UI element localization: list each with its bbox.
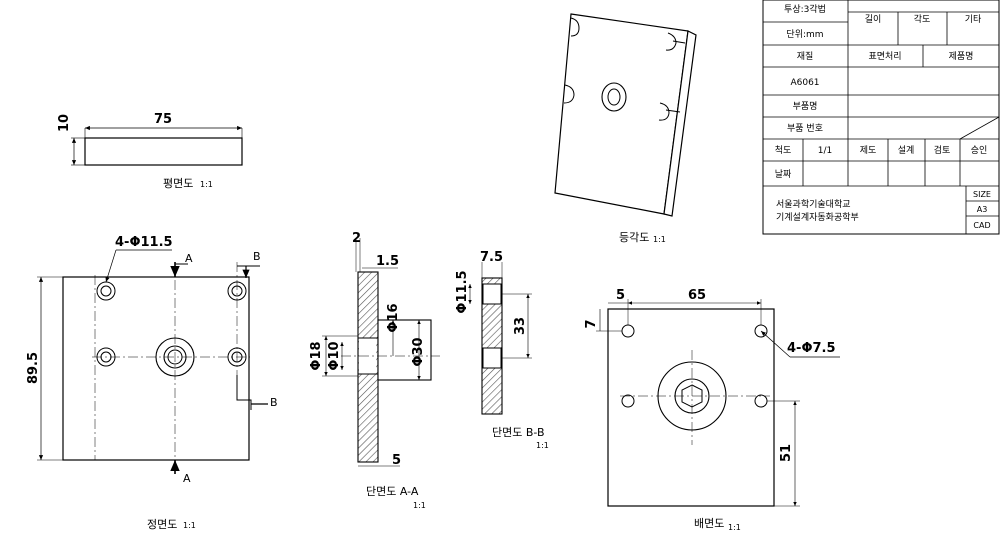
section-bb-label: 단면도 B-B — [492, 426, 545, 439]
back-view-scale: 1:1 — [728, 523, 741, 532]
section-aa-view: 2 1.5 Φ16 Φ30 Φ18 Φ10 5 단면도 A-A 1:1 — [309, 231, 440, 510]
cut-b-bottom-label: B — [270, 396, 278, 409]
back-holes-callout: 4-Φ7.5 — [787, 341, 836, 356]
iso-view-scale: 1:1 — [653, 235, 666, 244]
back-5-dim: 5 — [616, 288, 625, 303]
bb-75-dim: 7.5 — [480, 250, 503, 265]
section-aa-label: 단면도 A-A — [366, 485, 419, 498]
front-holes-callout: 4-Φ11.5 — [115, 235, 173, 250]
bb-33-dim: 33 — [513, 317, 528, 335]
section-bb-body — [481, 277, 503, 415]
top-view-scale: 1:1 — [200, 180, 213, 189]
back-7-dim: 7 — [584, 319, 599, 328]
tb-part-name-label: 부품명 — [793, 101, 818, 112]
aa-thk2-dim: 2 — [352, 231, 361, 246]
back-view-outline — [607, 308, 775, 507]
aa-d16-dim: Φ16 — [386, 303, 401, 332]
back-51-dim: 51 — [779, 444, 794, 462]
aa-d30-dim: Φ30 — [411, 337, 426, 366]
cut-a-bottom-label: A — [183, 472, 191, 485]
aa-thk15-dim: 1.5 — [376, 254, 399, 269]
section-aa-scale: 1:1 — [413, 501, 426, 510]
front-view-label: 정면도 — [147, 518, 177, 531]
section-aa-boss — [377, 319, 432, 381]
top-view-label: 평면도 — [163, 177, 193, 190]
cut-a-top-label: A — [185, 252, 193, 265]
tb-cad-label: CAD — [973, 221, 990, 230]
cut-b-top-label: B — [253, 250, 261, 263]
aa-thk5-dim: 5 — [392, 453, 401, 468]
front-view: 4-Φ11.5 A A B B 89.5 정면도 1:1 — [26, 235, 278, 531]
tb-col-etc: 기타 — [965, 14, 982, 25]
front-view-scale: 1:1 — [183, 521, 196, 530]
tb-surface-label: 표면처리 — [868, 50, 901, 62]
tb-unit: 단위:mm — [786, 29, 823, 40]
top-view-outline — [84, 137, 243, 166]
tb-material-label: 재질 — [797, 50, 814, 62]
back-view-label: 배면도 — [694, 517, 724, 530]
front-view-outline — [62, 276, 250, 461]
section-bb-scale: 1:1 — [536, 441, 549, 450]
isometric-view: 등각도 1:1 — [554, 13, 697, 244]
tb-design-label: 설계 — [898, 144, 915, 156]
back-hole-tl — [621, 324, 635, 338]
aa-d10-dim: Φ10 — [327, 341, 342, 370]
front-hole-tr — [227, 281, 247, 301]
back-hole-bl — [621, 394, 635, 408]
iso-side-face — [663, 30, 697, 217]
tb-size-label: SIZE — [973, 190, 991, 199]
back-hole-br — [754, 394, 768, 408]
tb-size-value: A3 — [977, 205, 988, 214]
top-width-dim: 75 — [154, 112, 172, 127]
tb-scale-label: 척도 — [775, 145, 792, 156]
tb-projection: 투상:3각법 — [784, 3, 826, 15]
tb-col-length: 길이 — [865, 14, 882, 25]
iso-view-label: 등각도 — [619, 231, 649, 244]
top-thickness-dim: 10 — [57, 114, 72, 132]
front-height-dim: 89.5 — [26, 352, 41, 384]
tb-approve-label: 승인 — [971, 145, 988, 156]
section-bb-view: 7.5 Φ11.5 33 단면도 B-B 1:1 — [455, 250, 549, 450]
tb-scale-value: 1/1 — [818, 146, 832, 156]
back-view: 5 65 7 4-Φ7.5 51 배면도 1:1 — [584, 288, 840, 532]
tb-school: 서울과학기술대학교 — [776, 199, 851, 210]
title-block: 투상:3각법 길이 각도 기타 단위:mm 재질 표면처리 제품명 A6061 … — [762, 0, 1000, 235]
tb-material-value: A6061 — [790, 78, 819, 88]
bb-d115-dim: Φ11.5 — [455, 270, 470, 313]
aa-d18-dim: Φ18 — [309, 341, 324, 370]
tb-product-label: 제품명 — [949, 51, 974, 62]
front-hole-tl — [96, 281, 116, 301]
tb-part-number-label: 부품 번호 — [787, 123, 823, 134]
tb-department: 기계설계자동화공학부 — [776, 211, 859, 223]
tb-review-label: 검토 — [934, 144, 951, 156]
top-view: 75 10 평면도 1:1 — [57, 112, 243, 190]
back-65-dim: 65 — [688, 288, 706, 303]
tb-col-angle: 각도 — [914, 13, 931, 25]
tb-date-label: 날짜 — [775, 169, 792, 180]
tb-drafted-label: 제도 — [860, 145, 877, 156]
